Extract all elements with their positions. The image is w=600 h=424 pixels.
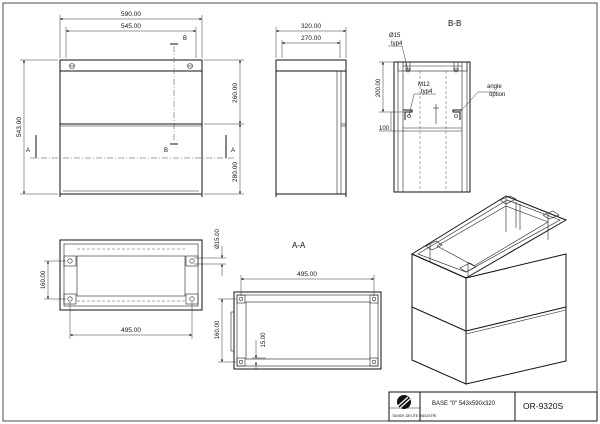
section-aa-title: A-A	[292, 241, 306, 250]
front-inner-width-label: 545.00	[121, 23, 141, 30]
section-bb-hole-count: typ4	[391, 41, 403, 47]
company-logo	[397, 395, 411, 409]
section-aa-width-label: 495.00	[297, 271, 317, 278]
front-width-label: 590.00	[121, 11, 141, 18]
section-bb-lower-dim: 100	[379, 126, 390, 132]
title-block: TANSIK DELİTE İNDUSTRİ BASE "0" 543x590x…	[388, 391, 598, 422]
section-bb-thread: M12	[418, 82, 430, 88]
section-aa: A-A 495.00 160.00 15.00	[215, 241, 382, 370]
section-b-marker-bottom: B	[164, 148, 168, 154]
section-bb-title: B-B	[448, 19, 461, 28]
top-view-width-label: 495.00	[121, 327, 141, 334]
title-block-company: TANSIK DELİTE İNDUSTRİ	[392, 413, 436, 418]
section-bb-hole-diameter: Ø15	[389, 33, 401, 39]
section-bb-thread-count: typ4	[421, 89, 433, 95]
section-a-marker-right: A	[231, 148, 235, 154]
section-bb-note-line2: option	[489, 92, 505, 98]
top-view-depth-label: 160.00	[41, 270, 47, 289]
front-view: 590.00 545.00 543.00 260.00 280.00 B B A…	[16, 11, 244, 197]
front-height-label: 543.00	[16, 117, 23, 137]
side-inner-width-label: 270.00	[301, 35, 321, 42]
side-view: 320.00 270.00	[275, 23, 347, 197]
section-b-marker-top: B	[183, 36, 187, 42]
top-view-hole-label: Ø15.00	[215, 228, 221, 248]
front-upper-height-label: 260.00	[232, 83, 239, 103]
top-view: 160.00 495.00 Ø15.00	[41, 228, 226, 339]
side-width-label: 320.00	[301, 23, 321, 30]
title-block-description: BASE "0" 543x590x320	[432, 401, 496, 407]
title-block-drawing-number: OR-9320S	[523, 401, 563, 411]
section-aa-thickness-label: 15.00	[261, 332, 267, 348]
front-lower-height-label: 280.00	[232, 162, 239, 182]
isometric-view	[410, 195, 568, 385]
section-bb: B-B 200.00 100	[376, 19, 505, 193]
section-bb-note-line1: angle	[487, 84, 502, 90]
section-bb-vertical-dim: 200.00	[376, 78, 382, 97]
section-a-marker-left: A	[26, 148, 30, 154]
section-aa-depth-label: 160.00	[215, 320, 221, 339]
